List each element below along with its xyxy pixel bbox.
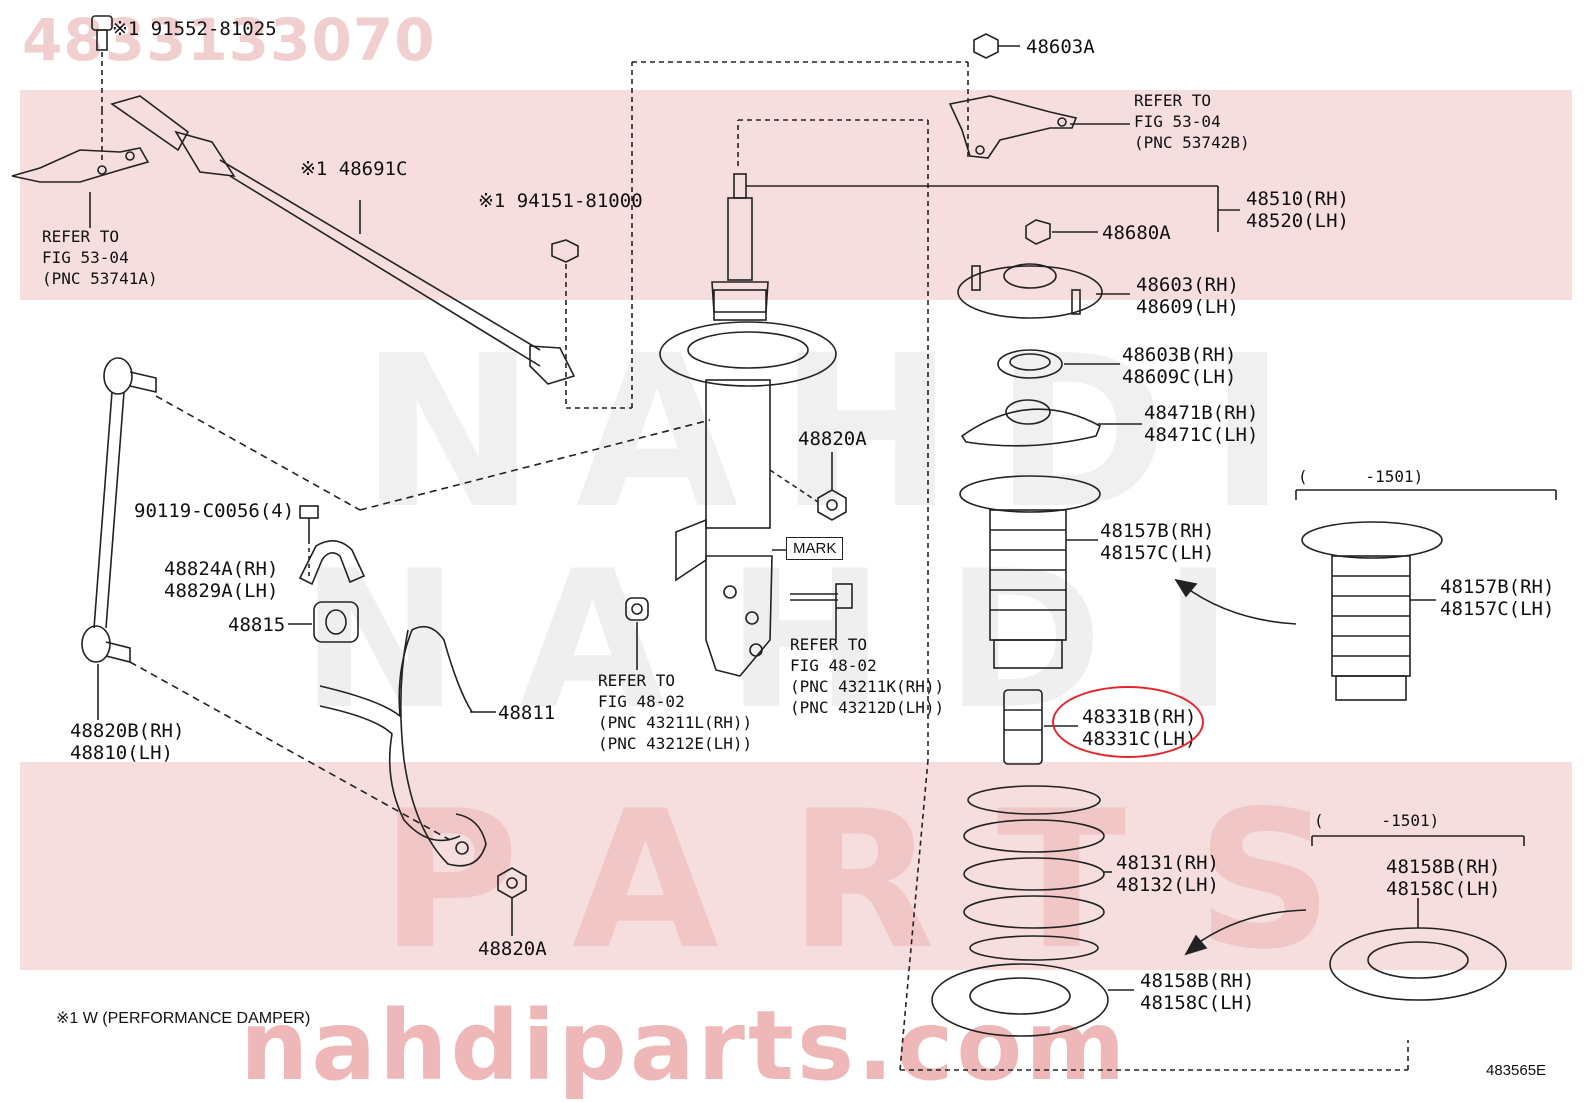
label-bearing[interactable]: 48603B(RH) 48609C(LH) — [1122, 344, 1237, 388]
strut-absorber-part[interactable] — [659, 173, 837, 677]
bolt-91552-part[interactable] — [91, 15, 113, 51]
watermark-band-bottom — [20, 762, 1572, 970]
label-boot-alt[interactable]: 48157B(RH) 48157C(LH) — [1440, 576, 1555, 620]
nut-48820a-bottom-part[interactable] — [497, 867, 527, 899]
label-nut-48680a[interactable]: 48680A — [1102, 222, 1171, 244]
label-nut-48603a[interactable]: 48603A — [1026, 36, 1095, 58]
label-refer-fig-53-04-a[interactable]: REFER TO FIG 53-04 (PNC 53741A) — [42, 227, 158, 288]
highlight-ring — [1052, 686, 1204, 758]
strut-mount-part[interactable] — [957, 263, 1103, 319]
label-spring-seat[interactable]: 48471B(RH) 48471C(LH) — [1144, 402, 1259, 446]
spring-seat-part[interactable] — [960, 399, 1102, 447]
label-refer-fig-48-02-left[interactable]: REFER TO FIG 48-02 (PNC 43211L(RH)) (PNC… — [598, 671, 753, 753]
watermark-brand-bottom: PARTS — [380, 770, 1404, 991]
label-coil-spring[interactable]: 48131(RH) 48132(LH) — [1116, 852, 1219, 896]
label-bolt-91552[interactable]: ※1 91552-81025 — [112, 18, 277, 40]
label-stabilizer-bar[interactable]: 48811 — [498, 702, 556, 724]
coil-spring-part[interactable] — [963, 785, 1105, 961]
bump-stopper-part[interactable] — [1003, 689, 1043, 765]
spring-insulator-part[interactable] — [931, 963, 1109, 1037]
upper-bracket-53742b-part[interactable] — [948, 95, 1078, 159]
illustration-code: 483565E — [1486, 1062, 1547, 1079]
stabilizer-bushing-part[interactable] — [313, 601, 359, 643]
label-range-1501-a: ( -1501) — [1298, 467, 1424, 486]
nut-48603a-part[interactable] — [973, 33, 999, 59]
spring-insulator-alt-part[interactable] — [1329, 927, 1507, 1001]
stabilizer-bar-part[interactable] — [319, 625, 487, 867]
boot-part[interactable] — [959, 475, 1101, 669]
label-refer-fig-53-04-b[interactable]: REFER TO FIG 53-04 (PNC 53742B) — [1134, 91, 1250, 152]
bolt-90119-part[interactable] — [299, 505, 319, 540]
label-range-1501-b: ( -1501) — [1314, 811, 1440, 830]
label-nut-48820a-bottom[interactable]: 48820A — [478, 938, 547, 960]
performance-damper-part[interactable] — [110, 95, 576, 385]
nut-48680a-part[interactable] — [1025, 219, 1051, 245]
nut-48820a-top-part[interactable] — [817, 489, 847, 521]
watermark-part-number: 4833133070 — [22, 6, 436, 74]
stabilizer-bracket-part[interactable] — [298, 540, 366, 586]
boot-alt-part[interactable] — [1301, 521, 1443, 701]
label-performance-damper[interactable]: ※1 48691C — [300, 158, 408, 180]
label-stabilizer-bracket[interactable]: 48824A(RH) 48829A(LH) — [164, 558, 279, 602]
bearing-part[interactable] — [997, 349, 1063, 379]
label-spring-insulator[interactable]: 48158B(RH) 48158C(LH) — [1140, 970, 1255, 1014]
label-nut-48820a-top[interactable]: 48820A — [798, 428, 867, 450]
strut-nut-part[interactable] — [625, 597, 649, 621]
strut-bolt-part[interactable] — [790, 583, 853, 609]
label-nut-94151[interactable]: ※1 94151-81000 — [478, 190, 643, 212]
label-stabilizer-bushing[interactable]: 48815 — [228, 614, 286, 636]
bracket-53741a-part[interactable] — [11, 147, 150, 183]
label-bolt-90119[interactable]: 90119-C0056(4) — [134, 500, 295, 522]
footnote: ※1 W (PERFORMANCE DAMPER) — [56, 1010, 311, 1027]
watermark-url: nahdiparts.com — [240, 990, 1129, 1102]
mark-label: MARK — [786, 537, 844, 560]
label-boot[interactable]: 48157B(RH) 48157C(LH) — [1100, 520, 1215, 564]
label-refer-fig-48-02-right[interactable]: REFER TO FIG 48-02 (PNC 43211K(RH)) (PNC… — [790, 635, 945, 717]
nut-94151-part[interactable] — [551, 239, 579, 263]
label-strut-mount[interactable]: 48603(RH) 48609(LH) — [1136, 274, 1239, 318]
label-stabilizer-link[interactable]: 48820B(RH) 48810(LH) — [70, 720, 185, 764]
stabilizer-link-part[interactable] — [81, 357, 157, 664]
label-strut-absorber[interactable]: 48510(RH) 48520(LH) — [1246, 188, 1349, 232]
label-spring-insulator-alt[interactable]: 48158B(RH) 48158C(LH) — [1386, 856, 1501, 900]
